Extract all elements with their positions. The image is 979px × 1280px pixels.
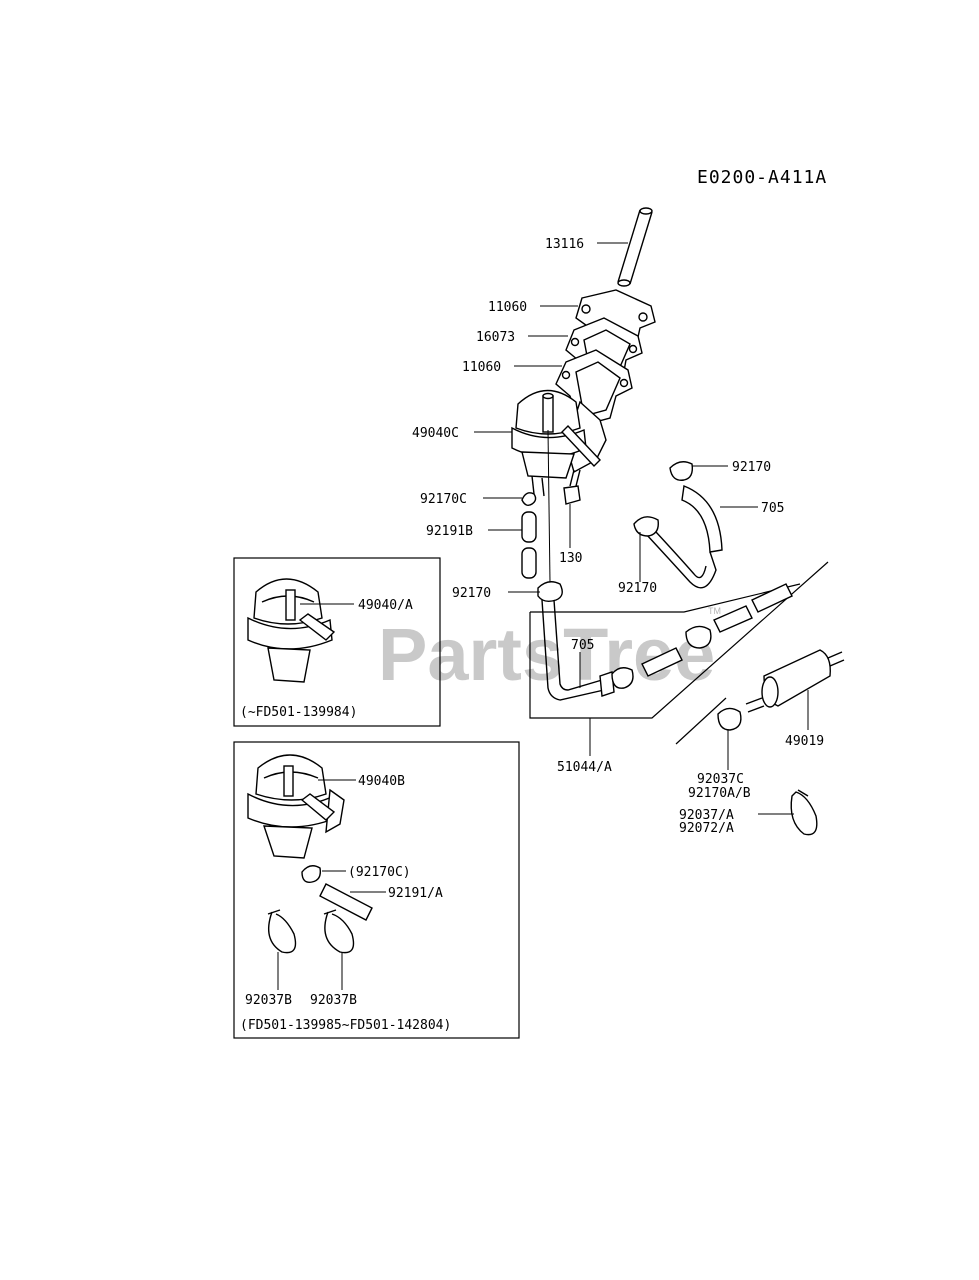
hose-705-right bbox=[633, 461, 723, 589]
callout-92170-top: 92170 bbox=[732, 460, 771, 475]
pin-13116 bbox=[617, 207, 653, 287]
callout-92072A: 92072/A bbox=[679, 821, 734, 836]
hose-705-inner bbox=[541, 599, 615, 701]
watermark: PartsTree bbox=[378, 613, 715, 696]
clip-92170-left bbox=[537, 581, 563, 603]
callout-49019: 49019 bbox=[785, 734, 824, 749]
inset-b-label-92037B-right: 92037B bbox=[310, 993, 357, 1008]
inset-b-serial: (FD501-139985~FD501-142804) bbox=[240, 1018, 451, 1033]
inset-b-label-92170C: (92170C) bbox=[348, 865, 411, 880]
bolt-130 bbox=[563, 469, 581, 505]
callout-92170C: 92170C bbox=[420, 492, 467, 507]
fuel-filter-49019 bbox=[745, 649, 845, 713]
inset-a-serial: (~FD501-139984) bbox=[240, 705, 357, 720]
inset-b-label-92037B-left: 92037B bbox=[245, 993, 292, 1008]
inset-b-label-92191A: 92191/A bbox=[388, 886, 443, 901]
callout-11060-top: 11060 bbox=[488, 300, 527, 315]
callout-705-right: 705 bbox=[761, 501, 784, 516]
watermark-trademark: TM bbox=[708, 606, 721, 616]
inset-a-label-49040A: 49040/A bbox=[358, 598, 413, 613]
inset-b: 49040B (92170C) 92191/A 92037B 92037B (F… bbox=[233, 741, 520, 1039]
callout-92170-left: 92170 bbox=[452, 586, 491, 601]
callout-51044A: 51044/A bbox=[557, 760, 612, 775]
callout-11060-bottom: 11060 bbox=[462, 360, 501, 375]
clip-92037A bbox=[790, 789, 818, 836]
callout-49040C: 49040C bbox=[412, 426, 459, 441]
clip-92170C bbox=[521, 492, 537, 507]
callout-16073: 16073 bbox=[476, 330, 515, 345]
diagram-code: E0200-A411A bbox=[697, 167, 827, 188]
callout-92037C: 92037C bbox=[697, 772, 744, 787]
callout-130: 130 bbox=[559, 551, 582, 566]
callout-92191B: 92191B bbox=[426, 524, 473, 539]
inset-b-label-49040B: 49040B bbox=[358, 774, 405, 789]
callout-92170AB: 92170A/B bbox=[688, 786, 751, 801]
hose-92191B bbox=[521, 511, 537, 579]
fuel-line-kit-51044A-outline bbox=[529, 561, 829, 745]
callout-92037A: 92037/A bbox=[679, 808, 734, 823]
callout-13116: 13116 bbox=[545, 237, 584, 252]
callout-705-inner: 705 bbox=[571, 638, 594, 653]
inset-a: 49040/A (~FD501-139984) bbox=[233, 557, 441, 727]
kit-fittings bbox=[611, 583, 793, 689]
clip-92037C bbox=[717, 707, 742, 731]
callout-92170-mid: 92170 bbox=[618, 581, 657, 596]
